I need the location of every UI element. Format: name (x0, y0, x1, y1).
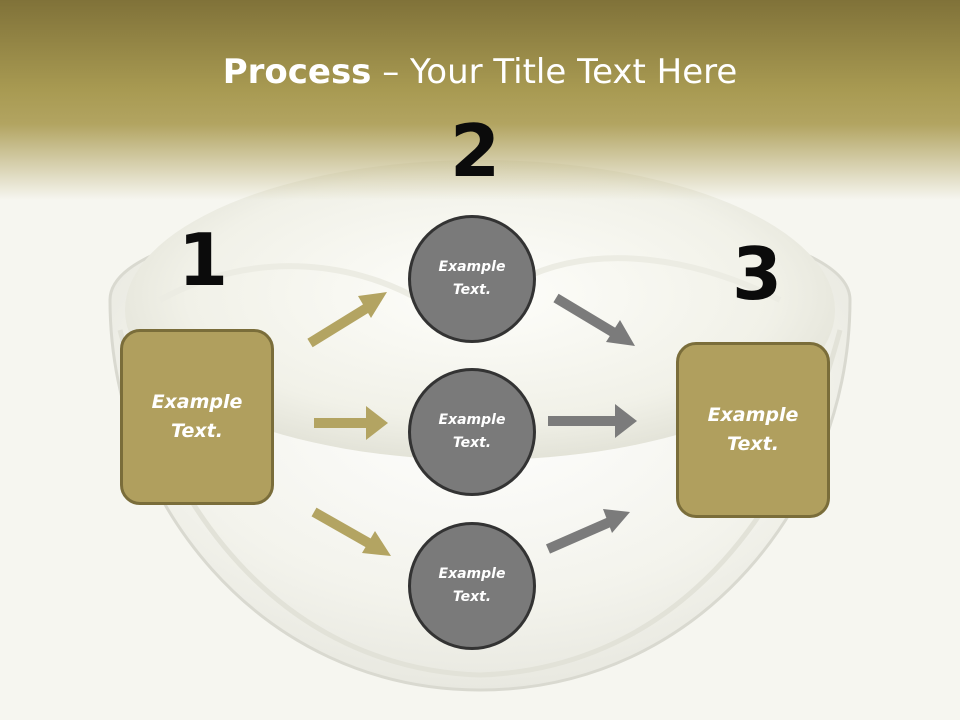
title-bold: Process (222, 52, 372, 92)
circle-top-text: Example Text. (438, 259, 506, 298)
arrow-gold-up (307, 292, 387, 348)
circle-bottom[interactable]: Example Text. (408, 522, 536, 650)
arrow-gold-down (311, 507, 391, 556)
step-3-text: Example Text. (707, 404, 799, 455)
step-number-2: 2 (450, 109, 501, 193)
step-1-box[interactable]: Example Text. (120, 329, 274, 505)
arrow-gray-up (545, 509, 630, 554)
step-number-3: 3 (732, 232, 783, 316)
step-1-text: Example Text. (151, 391, 243, 442)
arrow-gray-down (553, 293, 635, 346)
step-3-box[interactable]: Example Text. (676, 342, 830, 518)
slide-title: Process – Your Title Text Here (0, 52, 960, 92)
circle-bottom-text: Example Text. (438, 566, 506, 605)
arrow-gold-right (314, 406, 388, 440)
step-number-1: 1 (178, 218, 229, 302)
circle-top[interactable]: Example Text. (408, 215, 536, 343)
circle-middle-text: Example Text. (438, 412, 506, 451)
title-rest: – Your Title Text Here (371, 52, 738, 92)
circle-middle[interactable]: Example Text. (408, 368, 536, 496)
arrow-gray-right (548, 404, 637, 438)
header-band (0, 0, 960, 200)
